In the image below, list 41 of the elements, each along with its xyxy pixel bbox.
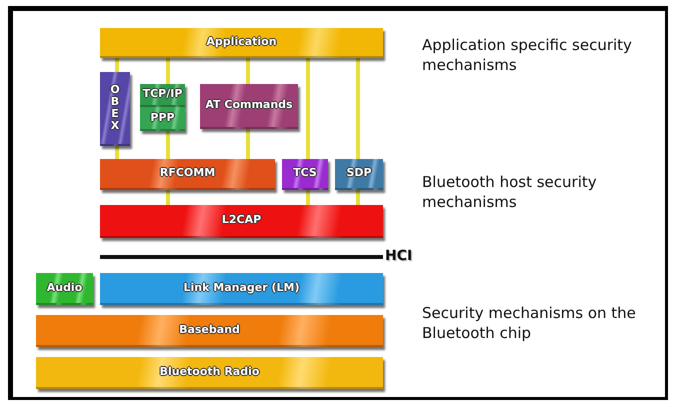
layer-label: OBEX bbox=[110, 84, 120, 132]
connector-line bbox=[166, 131, 170, 159]
connector-line bbox=[166, 58, 170, 84]
protocol-layer-bar bbox=[140, 107, 185, 131]
layer-label: PPP bbox=[150, 112, 175, 124]
connector-line bbox=[306, 58, 310, 159]
protocol-layer-bar bbox=[200, 84, 298, 129]
layer-label: Application bbox=[206, 36, 277, 48]
connector-line bbox=[246, 58, 250, 84]
layer-label: RFCOMM bbox=[160, 167, 216, 180]
layer-label: Audio bbox=[46, 282, 82, 294]
protocol-layer-bar bbox=[100, 159, 275, 190]
connector-line bbox=[356, 190, 360, 205]
connector-line bbox=[115, 146, 119, 159]
layer-label: TCS bbox=[293, 167, 317, 180]
protocol-layer-bar bbox=[335, 159, 383, 190]
security-note: Application specific security mechanisms bbox=[422, 36, 633, 75]
protocol-layer-bar bbox=[140, 84, 185, 107]
interface-label: HCI bbox=[385, 248, 412, 264]
protocol-layer-bar bbox=[100, 28, 383, 58]
protocol-layer-bar bbox=[282, 159, 328, 190]
layer-label: Baseband bbox=[179, 324, 240, 336]
protocol-layer-bar bbox=[36, 315, 383, 347]
protocol-layer-bar bbox=[100, 273, 383, 305]
connector-line bbox=[115, 58, 119, 72]
protocol-layer-bar bbox=[100, 72, 130, 146]
layer-label: SDP bbox=[346, 167, 372, 180]
layer-label: L2CAP bbox=[222, 214, 262, 227]
layer-label: Bluetooth Radio bbox=[160, 366, 260, 378]
security-note: Security mechanisms on the Bluetooth chip bbox=[422, 304, 637, 343]
connector-line bbox=[166, 190, 170, 205]
protocol-layer-bar bbox=[36, 357, 383, 389]
layer-label: Link Manager (LM) bbox=[184, 282, 300, 294]
protocol-layer-bar bbox=[100, 205, 383, 238]
layer-label: AT Commands bbox=[205, 99, 293, 112]
security-note: Bluetooth host security mechanisms bbox=[422, 173, 598, 212]
connector-line bbox=[356, 58, 360, 159]
layer-label: TCP/IP bbox=[142, 88, 182, 101]
connector-line bbox=[306, 190, 310, 205]
connector-line bbox=[246, 129, 250, 159]
protocol-layer-bar bbox=[36, 273, 93, 305]
